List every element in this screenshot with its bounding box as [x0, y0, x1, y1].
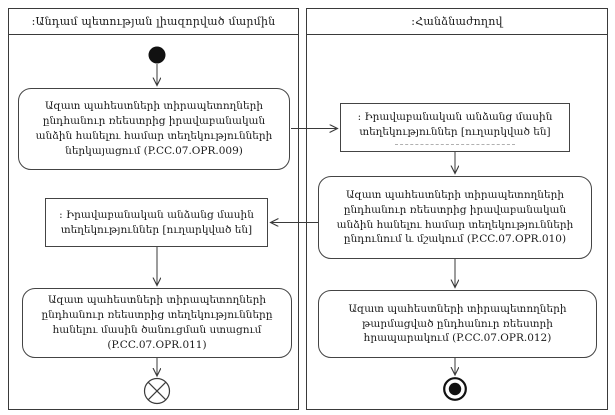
object-node-state-divider — [394, 143, 516, 145]
action-node-opr-010-label: Ազատ պահեստների տիրապետողների ընդհանուր … — [336, 188, 574, 246]
object-node-info-sent-left: : Իրավաբանական անձանց մասին տեղեկություն… — [45, 198, 268, 247]
action-node-opr-012: Ազատ պահեստների տիրապետողների թարմացված … — [318, 290, 597, 358]
action-node-opr-009: Ազատ պահեստների տիրապետողների ընդհանուր … — [18, 88, 290, 170]
action-node-opr-011-label: Ազատ պահեստների տիրապետողների ընդհանուր … — [41, 294, 273, 351]
swimlane-header-right: :Հանձնաժողով — [307, 9, 607, 35]
object-node-info-sent-right: : Իրավաբանական անձանց մասին տեղեկություն… — [340, 103, 570, 152]
action-node-opr-009-label: Ազատ պահեստների տիրապետողների ընդհանուր … — [35, 100, 273, 157]
swimlane-title-left: :Անդամ պետության լիազորված մարմին — [31, 15, 276, 28]
object-node-info-sent-right-label: : Իրավաբանական անձանց մասին տեղեկություն… — [357, 111, 553, 138]
object-node-info-sent-left-label: : Իրավաբանական անձանց մասին տեղեկություն… — [59, 208, 254, 236]
swimlane-title-right: :Հանձնաժողով — [411, 15, 503, 28]
action-node-opr-011: Ազատ պահեստների տիրապետողների ընդհանուր … — [22, 288, 292, 358]
action-node-opr-012-label: Ազատ պահեստների տիրապետողների թարմացված … — [348, 302, 567, 345]
swimlane-header-left: :Անդամ պետության լիազորված մարմին — [9, 9, 298, 35]
action-node-opr-010: Ազատ պահեստների տիրապետողների ընդհանուր … — [318, 176, 592, 259]
